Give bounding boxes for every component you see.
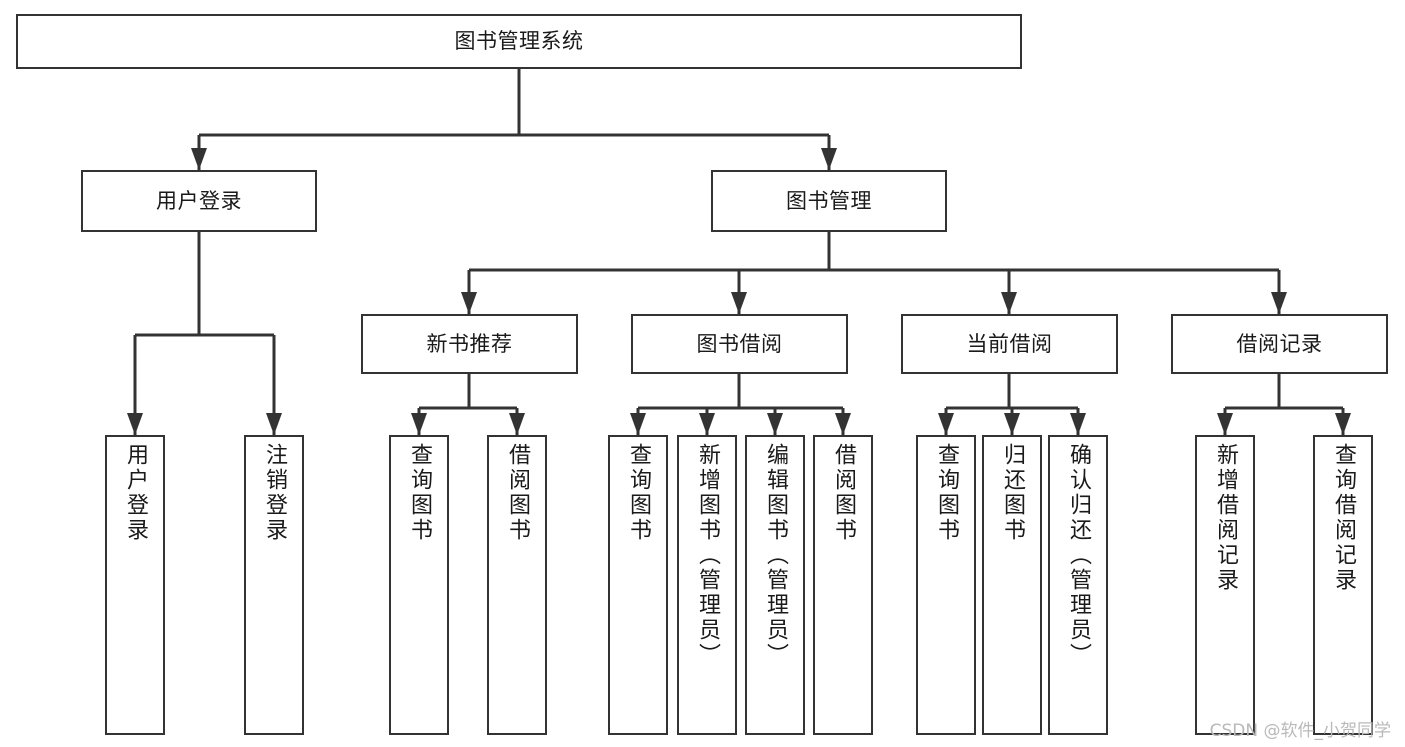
node-root-label: 图书管理系统: [454, 29, 584, 54]
leaf-leaf-user-logout-label: 注销登录: [262, 443, 287, 543]
leaf-leaf-user-login[interactable]: 用户登录: [105, 435, 165, 735]
node-book-manage[interactable]: 图书管理: [711, 170, 947, 232]
node-book-borrow[interactable]: 图书借阅: [631, 314, 848, 374]
node-current-borrow-label: 当前借阅: [966, 331, 1053, 356]
leaf-leaf-query-book-1[interactable]: 查询图书: [389, 435, 449, 735]
leaf-leaf-query-record-label: 查询借阅记录: [1331, 443, 1356, 593]
leaf-leaf-add-book-label: 新增图书（管理员）: [695, 443, 720, 668]
leaf-leaf-edit-book[interactable]: 编辑图书（管理员）: [745, 435, 805, 735]
node-book-manage-label: 图书管理: [786, 188, 872, 213]
node-new-book-rec-label: 新书推荐: [426, 331, 513, 356]
leaf-leaf-add-record-label: 新增借阅记录: [1213, 443, 1238, 593]
leaf-leaf-user-login-label: 用户登录: [123, 443, 148, 543]
node-borrow-record[interactable]: 借阅记录: [1171, 314, 1388, 374]
leaf-leaf-query-record[interactable]: 查询借阅记录: [1313, 435, 1373, 735]
node-user-login[interactable]: 用户登录: [81, 170, 317, 232]
node-borrow-record-label: 借阅记录: [1236, 331, 1323, 356]
leaf-leaf-confirm-return-label: 确认归还（管理员）: [1066, 443, 1091, 668]
leaf-leaf-edit-book-label: 编辑图书（管理员）: [763, 443, 788, 668]
node-new-book-rec[interactable]: 新书推荐: [361, 314, 578, 374]
node-book-borrow-label: 图书借阅: [696, 331, 783, 356]
leaf-leaf-query-book-3[interactable]: 查询图书: [916, 435, 976, 735]
leaf-leaf-borrow-book-2-label: 借阅图书: [831, 443, 856, 543]
leaf-leaf-query-book-3-label: 查询图书: [934, 443, 959, 543]
leaf-leaf-query-book-2[interactable]: 查询图书: [608, 435, 668, 735]
leaf-leaf-add-record[interactable]: 新增借阅记录: [1195, 435, 1255, 735]
node-current-borrow[interactable]: 当前借阅: [901, 314, 1118, 374]
leaf-leaf-return-book-label: 归还图书: [1000, 443, 1025, 543]
leaf-leaf-borrow-book-1[interactable]: 借阅图书: [487, 435, 547, 735]
leaf-leaf-confirm-return[interactable]: 确认归还（管理员）: [1048, 435, 1108, 735]
leaf-leaf-add-book[interactable]: 新增图书（管理员）: [677, 435, 737, 735]
leaf-leaf-query-book-1-label: 查询图书: [407, 443, 432, 543]
leaf-leaf-user-logout[interactable]: 注销登录: [244, 435, 304, 735]
node-root[interactable]: 图书管理系统: [16, 14, 1022, 69]
leaf-leaf-return-book[interactable]: 归还图书: [982, 435, 1042, 735]
leaf-leaf-borrow-book-2[interactable]: 借阅图书: [813, 435, 873, 735]
node-user-login-label: 用户登录: [156, 188, 242, 213]
leaf-leaf-borrow-book-1-label: 借阅图书: [505, 443, 530, 543]
leaf-leaf-query-book-2-label: 查询图书: [626, 443, 651, 543]
